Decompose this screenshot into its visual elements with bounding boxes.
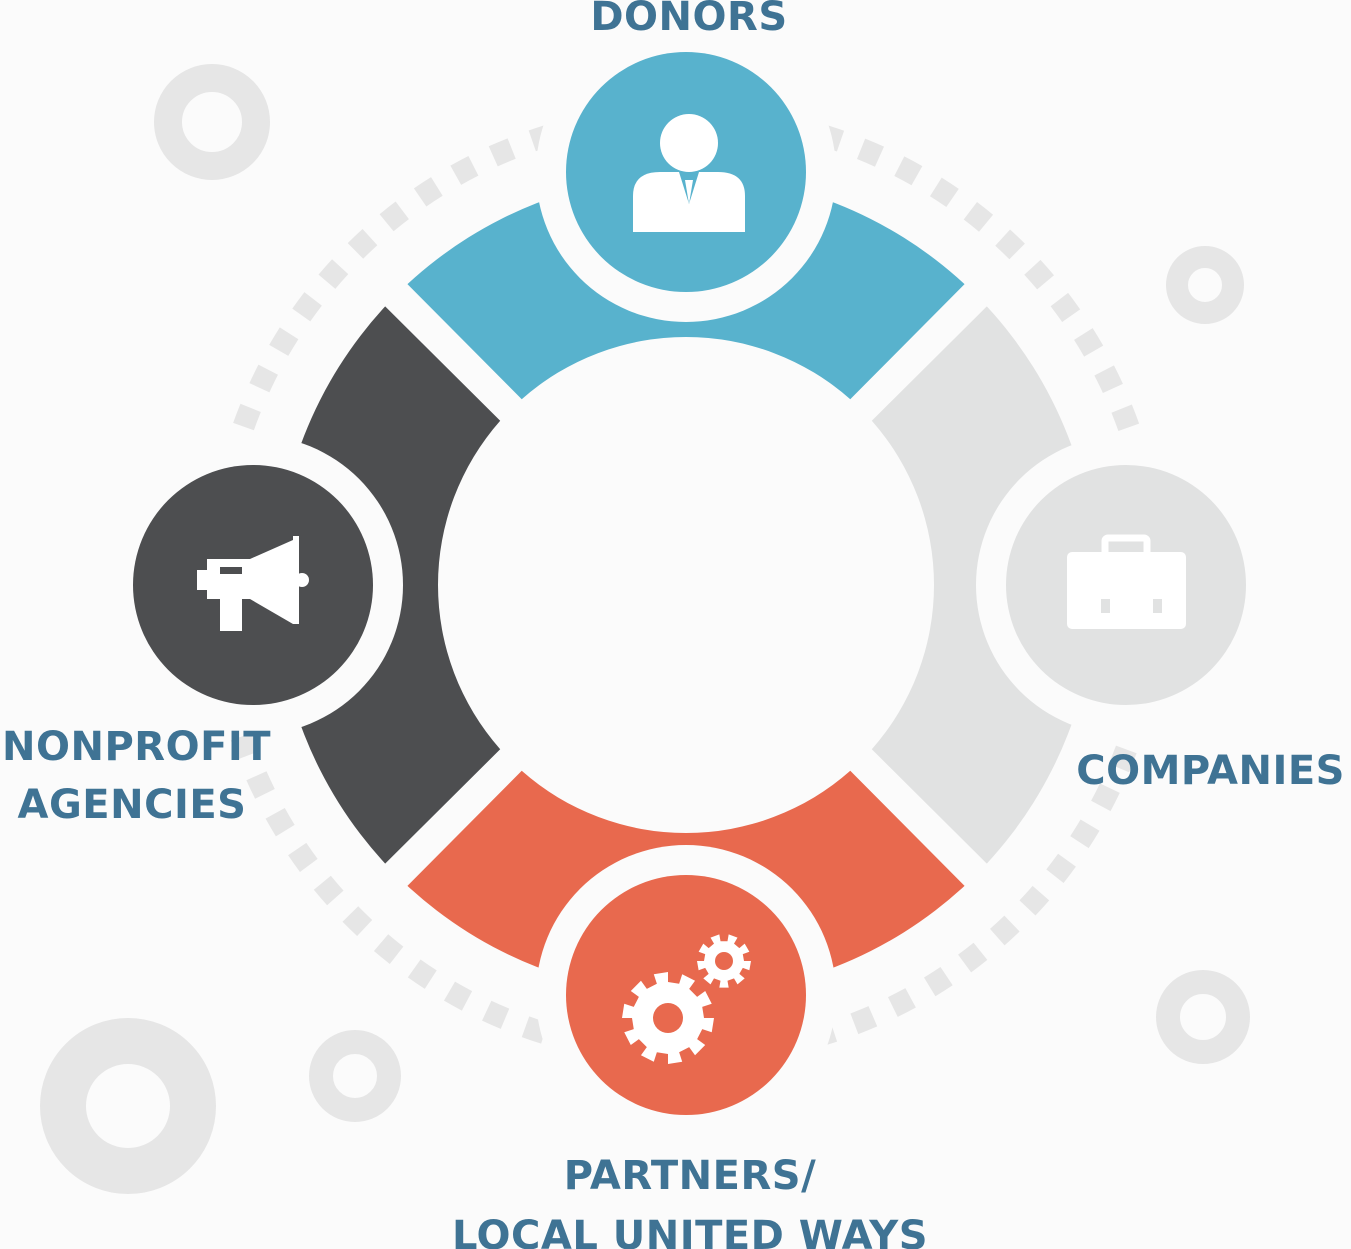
partners-label-line-2: LOCAL UNITED WAYS [451, 1213, 929, 1249]
decor-ring [1166, 246, 1244, 324]
decorative-rings [40, 64, 1250, 1194]
node-partners [536, 845, 836, 1145]
decor-ring [1156, 970, 1250, 1064]
donors-label: DONORS [0, 0, 1351, 40]
decor-ring [309, 1030, 401, 1122]
companies-label-text: COMPANIES [1076, 748, 1345, 794]
node-companies [976, 435, 1276, 735]
node-donors [536, 22, 836, 322]
gear-icon [622, 972, 714, 1064]
nonprofit-label: NONPROFIT AGENCIES [2, 718, 272, 834]
companies-label: COMPANIES [1076, 748, 1345, 794]
gear-icon [697, 934, 751, 988]
decor-ring [40, 1018, 216, 1194]
partners-label-line-1: PARTNERS/ [563, 1153, 817, 1199]
partners-label: PARTNERS/ LOCAL UNITED WAYS [440, 1146, 940, 1249]
briefcase-icon [1067, 534, 1186, 629]
decor-ring [154, 64, 270, 180]
node-nonprofit [103, 435, 403, 735]
megaphone-icon [197, 536, 309, 631]
nonprofit-label-line-1: NONPROFIT [2, 724, 272, 770]
donors-label-text: DONORS [590, 0, 788, 40]
person-icon [633, 114, 745, 232]
nonprofit-label-line-2: AGENCIES [17, 782, 247, 828]
